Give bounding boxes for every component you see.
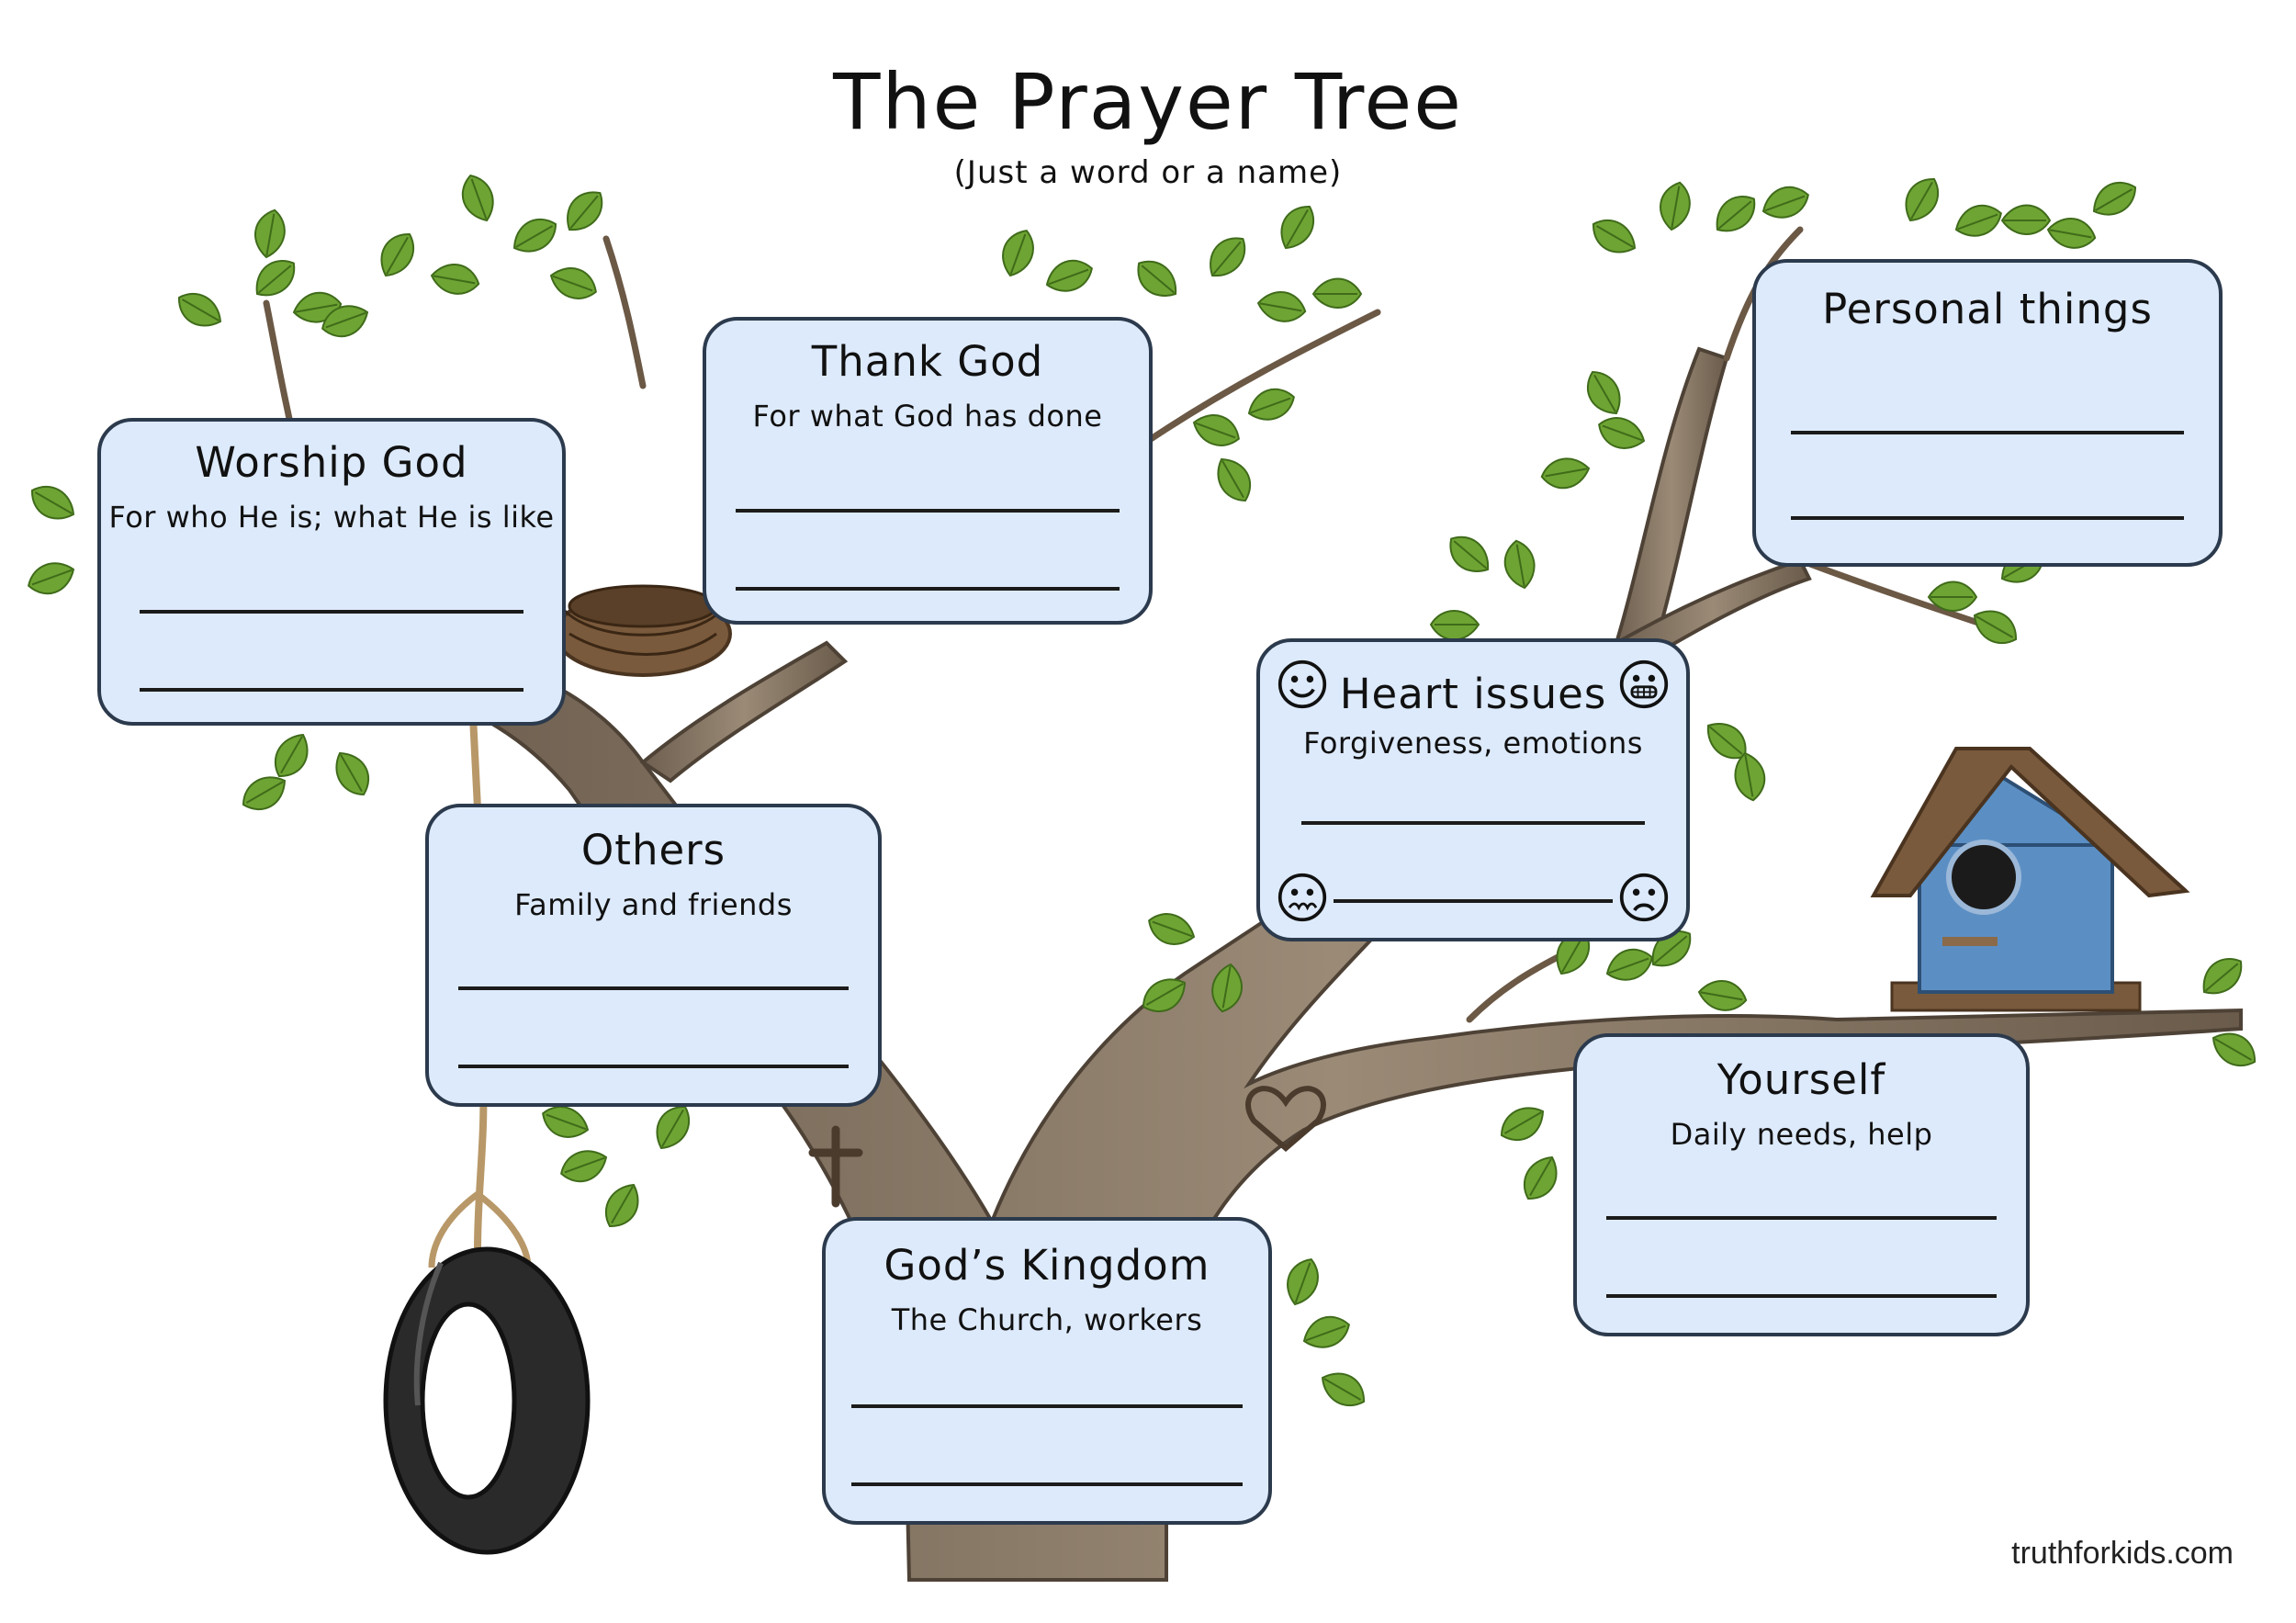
write-line[interactable]	[1606, 1294, 1997, 1298]
card-heading: Yourself	[1716, 1055, 1886, 1104]
card-heading: God’s Kingdom	[884, 1241, 1210, 1290]
card-kingdom: God’s Kingdom The Church, workers	[822, 1217, 1272, 1525]
write-line[interactable]	[1334, 899, 1613, 903]
write-line[interactable]	[458, 986, 849, 990]
card-yourself: Yourself Daily needs, help	[1573, 1033, 2030, 1336]
heart-carving-icon	[1245, 1086, 1326, 1152]
card-heading: Personal things	[1822, 285, 2153, 333]
card-others: Others Family and friends	[425, 804, 882, 1107]
cross-carving-icon	[808, 1125, 863, 1208]
card-thank: Thank God For what God has done	[703, 317, 1153, 625]
card-heading: Thank God	[811, 337, 1044, 386]
write-line[interactable]	[1791, 431, 2184, 434]
card-heading: Worship God	[195, 438, 468, 487]
smiley-face-icon	[1277, 659, 1327, 709]
card-subheading: Daily needs, help	[1670, 1117, 1933, 1152]
write-line[interactable]	[851, 1482, 1243, 1486]
card-heading: Heart issues	[1339, 670, 1607, 718]
grimace-face-icon	[1619, 659, 1669, 709]
site-credit: truthforkids.com	[2011, 1536, 2234, 1571]
write-line[interactable]	[736, 509, 1120, 513]
write-line[interactable]	[140, 688, 523, 692]
sad-face-icon	[1619, 873, 1669, 922]
write-line[interactable]	[851, 1404, 1243, 1408]
write-line[interactable]	[140, 610, 523, 614]
write-line[interactable]	[1301, 821, 1645, 825]
worried-face-icon	[1277, 873, 1327, 922]
tire-swing-icon	[383, 716, 591, 1555]
card-heading: Others	[580, 826, 726, 874]
card-subheading: For who He is; what He is like	[108, 500, 555, 535]
card-worship: Worship God For who He is; what He is li…	[97, 418, 566, 726]
birdhouse-icon	[1870, 747, 2190, 1012]
card-personal: Personal things	[1752, 259, 2223, 567]
card-subheading: Family and friends	[514, 887, 793, 922]
write-line[interactable]	[736, 587, 1120, 591]
bird-nest-icon	[554, 584, 732, 677]
card-heart: Heart issues Forgiveness, emotions	[1256, 638, 1690, 941]
card-subheading: Forgiveness, emotions	[1303, 726, 1643, 761]
write-line[interactable]	[1606, 1216, 1997, 1220]
page-subtitle: (Just a word or a name)	[953, 154, 1343, 191]
card-subheading: The Church, workers	[891, 1302, 1203, 1337]
write-line[interactable]	[458, 1065, 849, 1068]
card-subheading: For what God has done	[752, 399, 1103, 434]
write-line[interactable]	[1791, 516, 2184, 520]
page-title: The Prayer Tree	[833, 57, 1463, 147]
